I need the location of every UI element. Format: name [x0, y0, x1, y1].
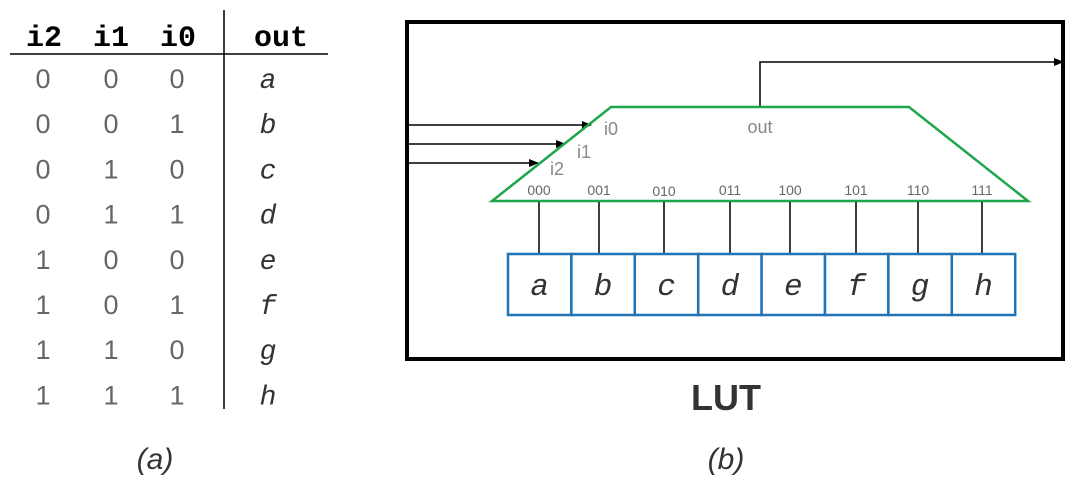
- cell-connectors: [538, 202, 983, 254]
- header-i1: i1: [93, 22, 129, 56]
- mux-input-label-i0: i0: [604, 119, 618, 139]
- memory-cell-value: g: [911, 270, 930, 305]
- truth-table-out-cell: e: [260, 247, 277, 278]
- select-code-label: 100: [778, 182, 802, 198]
- mux-input-label-i2: i2: [550, 159, 564, 179]
- truth-table-out-cell: h: [260, 382, 277, 413]
- truth-table-row: 0 1 1 d: [35, 200, 276, 233]
- memory-cell-value: h: [974, 270, 993, 305]
- truth-table-bit-cell: 1: [35, 335, 50, 365]
- memory-cell: [633, 252, 700, 317]
- truth-table-bit-cell: 0: [35, 154, 50, 184]
- input-wires: [409, 121, 592, 167]
- memory-cell: [696, 252, 763, 317]
- lut-diagram: out i0 i1 i2 000 001 010 011 100 101 110 111 a b…: [405, 20, 1065, 361]
- truth-table-bit-cell: 1: [169, 200, 184, 230]
- memory-cells: a b c d e f g h: [506, 252, 1017, 317]
- truth-table-bit-cell: 0: [169, 335, 184, 365]
- truth-table-bit-cell: 0: [103, 109, 118, 139]
- mux-trapezoid: [488, 105, 1032, 203]
- lut-frame: [405, 20, 1065, 361]
- memory-cell-value: b: [594, 270, 613, 305]
- select-codes: 000 001 010 011 100 101 110 111: [527, 182, 993, 199]
- memory-cell-value: a: [530, 270, 549, 305]
- memory-cell-value: f: [847, 270, 867, 305]
- mux-input-label-i1: i1: [577, 142, 591, 162]
- select-code-label: 000: [527, 182, 551, 198]
- truth-table-row: 1 0 0 e: [35, 245, 276, 278]
- select-code-label: 010: [652, 183, 676, 199]
- truth-table-bit-cell: 1: [169, 290, 184, 320]
- truth-table-bit-cell: 0: [103, 64, 118, 94]
- truth-table-bit-cell: 0: [169, 64, 184, 94]
- lut-title: LUT: [691, 377, 761, 418]
- truth-table-bit-cell: 0: [169, 154, 184, 184]
- header-out: out: [254, 22, 308, 56]
- select-code-label: 001: [587, 182, 611, 198]
- mux-output-label: out: [747, 117, 772, 137]
- truth-table-bit-cell: 1: [35, 290, 50, 320]
- select-code-label: 110: [907, 182, 930, 198]
- truth-table-out-cell: b: [260, 111, 277, 142]
- memory-cell: [506, 252, 573, 317]
- truth-table-bit-cell: 1: [103, 154, 118, 184]
- truth-table-bit-cell: 1: [103, 335, 118, 365]
- truth-table-out-cell: f: [260, 292, 278, 323]
- select-code-label: 101: [844, 182, 868, 198]
- truth-table-out-cell: c: [260, 156, 277, 187]
- memory-cell: [950, 252, 1017, 317]
- truth-table-bit-cell: 0: [103, 290, 118, 320]
- truth-table-bit-cell: 0: [103, 245, 118, 275]
- truth-table-row: 1 1 0 g: [35, 335, 276, 368]
- truth-table-bit-cell: 1: [103, 380, 118, 410]
- memory-cell: [760, 252, 827, 317]
- memory-cell: [823, 252, 890, 317]
- truth-table-out-cell: g: [260, 337, 277, 368]
- select-code-label: 111: [971, 182, 992, 198]
- truth-table-bit-cell: 1: [35, 245, 50, 275]
- truth-table-bit-cell: 1: [169, 380, 184, 410]
- memory-cell-value: d: [721, 270, 740, 305]
- truth-table-bit-cell: 1: [169, 109, 184, 139]
- truth-table-bit-cell: 1: [103, 200, 118, 230]
- caption-a: (a): [137, 443, 174, 476]
- truth-table-bit-cell: 0: [169, 245, 184, 275]
- select-code-label: 011: [719, 182, 742, 198]
- truth-table-row: 0 0 1 b: [35, 109, 276, 142]
- truth-table-bit-cell: 0: [35, 64, 50, 94]
- truth-table-row: 0 1 0 c: [35, 154, 276, 187]
- truth-table-header: i2 i1 i0 out: [26, 22, 308, 56]
- truth-table-bit-cell: 1: [35, 380, 50, 410]
- truth-table-row: 0 0 0 a: [35, 64, 276, 97]
- truth-table-bit-cell: 0: [35, 109, 50, 139]
- output-wire: [759, 58, 1064, 106]
- caption-b: (b): [708, 443, 745, 476]
- header-i0: i0: [160, 22, 196, 56]
- truth-table-out-cell: a: [260, 66, 277, 97]
- truth-table-row: 1 0 1 f: [35, 290, 277, 323]
- truth-table-row: 1 1 1 h: [35, 380, 276, 413]
- truth-table-bit-cell: 0: [35, 200, 50, 230]
- memory-cell-value: c: [657, 270, 676, 305]
- memory-cell-value: e: [784, 270, 803, 305]
- truth-table-rows: 0 0 0 a 0 0 1 b 0 1 0 c 0 1 1 d 1 0 0 e 1 0 1 f 1 1 0 g 1 1 1 h: [35, 64, 277, 413]
- truth-table-out-cell: d: [260, 202, 277, 233]
- header-i2: i2: [26, 22, 62, 56]
